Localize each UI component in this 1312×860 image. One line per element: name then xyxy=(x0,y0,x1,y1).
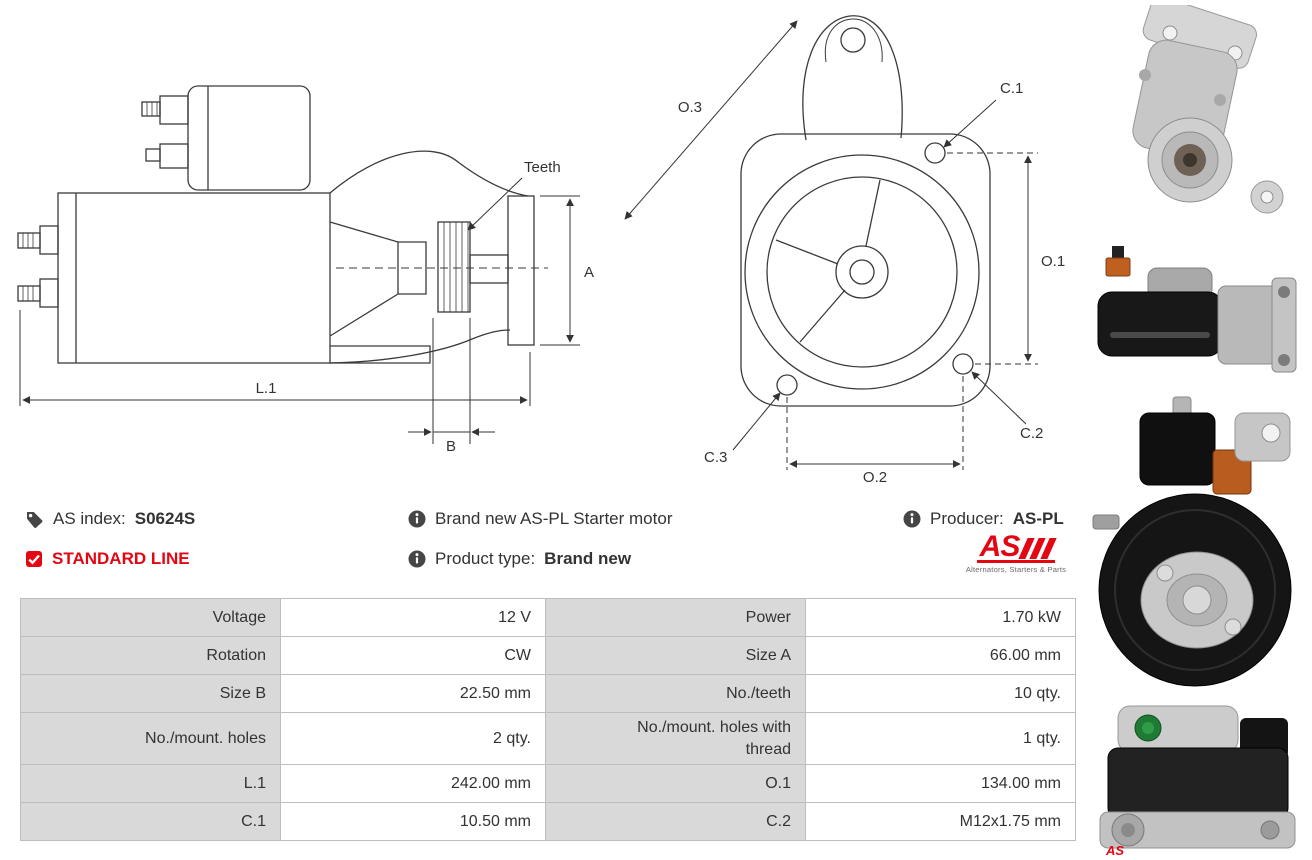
spec-value-cell: 66.00 mm xyxy=(806,637,1076,675)
spec-row: Size B 22.50 mm No./teeth 10 qty. xyxy=(21,675,1076,713)
aspl-logo-mark: AS xyxy=(976,530,1058,563)
spec-value-cell: CW xyxy=(281,637,546,675)
dim-label-c3: C.3 xyxy=(704,449,727,466)
spec-label-cell: Size A xyxy=(546,637,806,675)
spec-row: C.1 10.50 mm C.2 M12x1.75 mm xyxy=(21,803,1076,842)
spec-label-cell: No./teeth xyxy=(546,675,806,713)
product-photo-3[interactable] xyxy=(1085,395,1310,690)
producer-row: Producer: AS-PL xyxy=(903,509,1064,529)
spec-value-cell: 134.00 mm xyxy=(806,765,1076,804)
as-index-row: AS index: S0624S xyxy=(25,509,195,529)
standard-line-label: STANDARD LINE xyxy=(52,549,190,568)
dim-label-teeth: Teeth xyxy=(524,159,561,176)
spec-label-cell: Rotation xyxy=(21,637,281,675)
info-icon xyxy=(408,550,426,568)
spec-label-cell: L.1 xyxy=(21,765,281,804)
spec-value-cell: 2 qty. xyxy=(281,713,546,766)
info-icon xyxy=(408,510,426,528)
spec-label-cell: O.1 xyxy=(546,765,806,804)
info-icon xyxy=(903,510,921,528)
standard-line-row: STANDARD LINE xyxy=(25,549,190,569)
dim-label-l1: L.1 xyxy=(256,380,277,397)
spec-row: Voltage 12 V Power 1.70 kW xyxy=(21,599,1076,637)
spec-table: Voltage 12 V Power 1.70 kW Rotation CW S… xyxy=(20,598,1076,842)
tag-icon xyxy=(27,511,43,528)
brand-new-text: Brand new AS-PL Starter motor xyxy=(435,509,673,528)
spec-row: Rotation CW Size A 66.00 mm xyxy=(21,637,1076,675)
spec-label-cell: No./mount. holes xyxy=(21,713,281,766)
side-view-drawing xyxy=(17,85,548,364)
aspl-logo-text: AS xyxy=(979,530,1021,563)
producer-label: Producer: xyxy=(930,509,1004,528)
as-index-value: S0624S xyxy=(134,509,196,528)
spec-row: L.1 242.00 mm O.1 134.00 mm xyxy=(21,765,1076,804)
dim-label-o1: O.1 xyxy=(1041,253,1065,270)
product-photo-1[interactable] xyxy=(1085,5,1305,235)
spec-value-cell: 1 qty. xyxy=(806,713,1076,766)
spec-label-cell: Voltage xyxy=(21,599,281,637)
producer-value: AS-PL xyxy=(1012,509,1064,528)
spec-value-cell: 10 qty. xyxy=(806,675,1076,713)
spec-label-cell: No./mount. holes with thread xyxy=(546,713,806,766)
spec-value-cell: 12 V xyxy=(281,599,546,637)
spec-value-cell: 10.50 mm xyxy=(281,803,546,842)
dim-label-c1: C.1 xyxy=(1000,80,1023,97)
product-type-row: Product type: Brand new xyxy=(408,549,631,569)
dim-label-a: A xyxy=(584,264,594,281)
brand-new-row: Brand new AS-PL Starter motor xyxy=(408,509,672,529)
spec-label-cell: Size B xyxy=(21,675,281,713)
side-view-dimensions xyxy=(19,177,580,444)
spec-value-cell: M12x1.75 mm xyxy=(806,803,1076,842)
product-photo-4[interactable]: AS xyxy=(1090,700,1305,858)
front-view-dimensions xyxy=(624,20,1038,470)
checkbox-checked-icon xyxy=(26,551,42,567)
front-view-drawing xyxy=(740,15,991,407)
technical-drawing: Teeth A L.1 B O.3 C.1 O.1 C.2 C.3 O.2 xyxy=(17,15,1065,486)
spec-row: No./mount. holes 2 qty. No./mount. holes… xyxy=(21,713,1076,766)
spec-label-cell: C.2 xyxy=(546,803,806,842)
spec-value-cell: 242.00 mm xyxy=(281,765,546,804)
as-index-label: AS index: xyxy=(53,509,126,528)
product-type-label: Product type: xyxy=(435,549,536,568)
spec-value-cell: 22.50 mm xyxy=(281,675,546,713)
spec-label-cell: C.1 xyxy=(21,803,281,842)
dim-label-o3: O.3 xyxy=(678,99,702,116)
spec-label-cell: Power xyxy=(546,599,806,637)
photo-watermark-logo: AS xyxy=(1105,843,1124,858)
dim-label-b: B xyxy=(446,438,456,455)
product-type-value: Brand new xyxy=(544,549,632,568)
spec-value-cell: 1.70 kW xyxy=(806,599,1076,637)
dim-label-c2: C.2 xyxy=(1020,425,1043,442)
dim-label-o2: O.2 xyxy=(863,469,887,486)
aspl-brand-logo: AS Alternators, Starters & Parts xyxy=(954,530,1078,575)
product-photo-2[interactable] xyxy=(1090,240,1305,390)
aspl-logo-subtext: Alternators, Starters & Parts xyxy=(965,565,1067,574)
